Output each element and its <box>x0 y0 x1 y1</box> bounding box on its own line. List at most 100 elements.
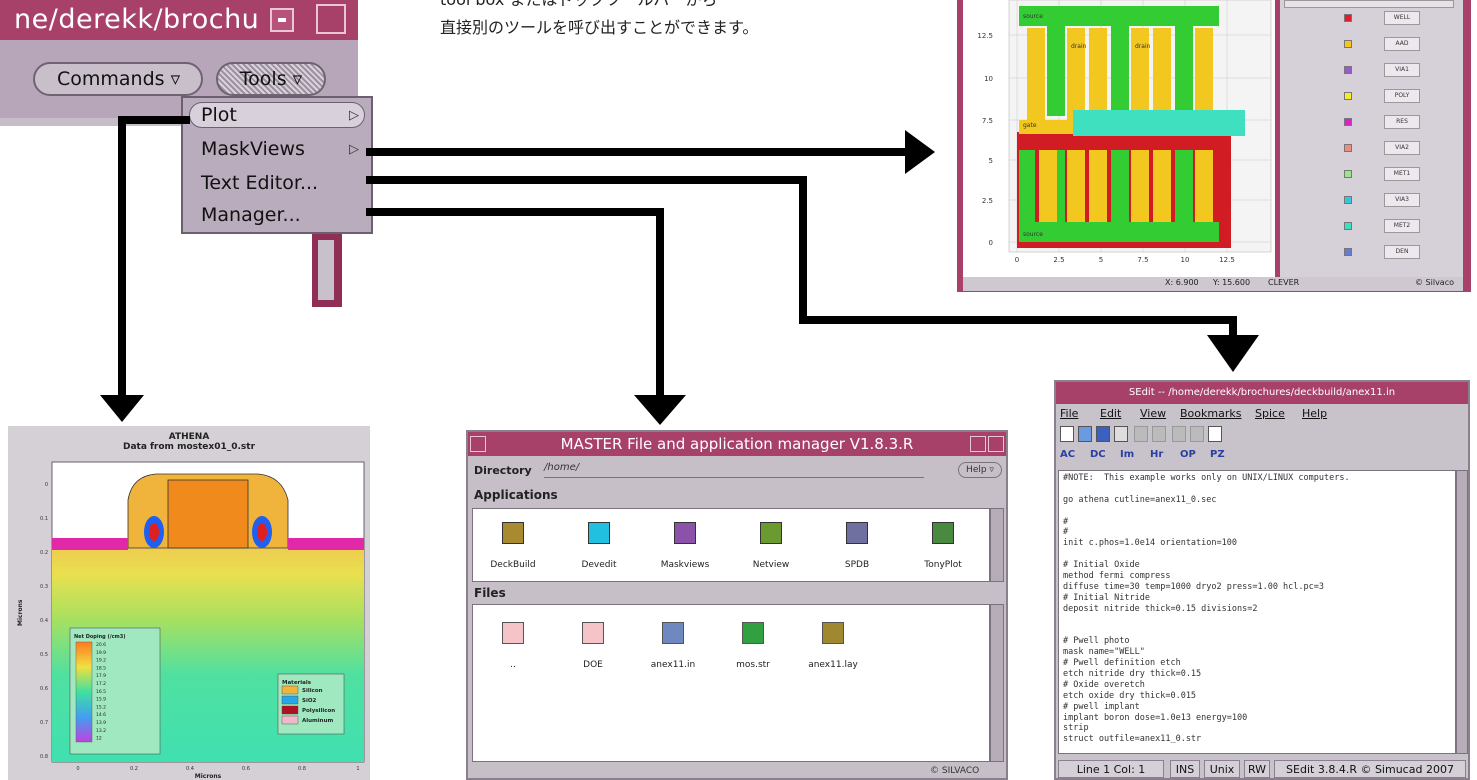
layer-name[interactable]: WELL <box>1384 11 1420 25</box>
layer-swatch[interactable] <box>1344 40 1352 48</box>
sedit-menu-spice[interactable]: Spice <box>1255 407 1285 420</box>
file-icon[interactable] <box>822 622 844 644</box>
material-swatch <box>281 685 299 695</box>
application-icon[interactable] <box>760 522 782 544</box>
application-name[interactable]: Maskviews <box>660 560 710 570</box>
file-name[interactable]: anex11.lay <box>808 660 858 670</box>
layer-name[interactable]: DEN <box>1384 245 1420 259</box>
material-swatch <box>281 715 299 725</box>
copy-icon[interactable] <box>1190 426 1204 442</box>
applications-label: Applications <box>474 488 558 502</box>
file-name[interactable]: mos.str <box>736 660 770 670</box>
sedit-window-title: SEdit -- /home/derekk/brochures/deckbuil… <box>1056 382 1468 404</box>
layer-name[interactable]: MET2 <box>1384 219 1420 233</box>
layer-swatch[interactable] <box>1344 170 1352 178</box>
status-insert-mode: INS <box>1170 760 1200 778</box>
layer-name[interactable]: VIA2 <box>1384 141 1420 155</box>
directory-field[interactable]: /home/ <box>544 462 924 478</box>
code-line: etch nitride dry thick=0.15 <box>1063 669 1202 680</box>
folder-icon[interactable] <box>502 622 524 644</box>
layer-swatch[interactable] <box>1344 92 1352 100</box>
layer-swatch[interactable] <box>1344 144 1352 152</box>
code-line: # pwell implant <box>1063 701 1140 712</box>
commands-button[interactable]: Commands ▿ <box>33 62 203 96</box>
layer-name[interactable]: MET1 <box>1384 167 1420 181</box>
files-scrollbar[interactable] <box>990 604 1004 762</box>
maskviews-layout-plot[interactable]: source drain drain gate source 12.5 10 7… <box>963 0 1275 277</box>
new-file-icon[interactable] <box>1060 426 1074 442</box>
code-line: # Initial Nitride <box>1063 592 1150 603</box>
layer-name[interactable]: VIA3 <box>1384 193 1420 207</box>
layer-swatch[interactable] <box>1344 66 1352 74</box>
window-menu-button[interactable] <box>470 436 486 452</box>
menu-item-text-editor[interactable]: Text Editor... <box>201 172 319 194</box>
application-icon[interactable] <box>588 522 610 544</box>
analysis-pz-button[interactable]: PZ <box>1210 449 1225 460</box>
file-name[interactable]: .. <box>510 660 516 670</box>
tools-button[interactable]: Tools ▿ <box>216 62 326 96</box>
open-file-icon[interactable] <box>1078 426 1092 442</box>
sedit-menu-help[interactable]: Help <box>1302 407 1328 420</box>
menu-item-plot[interactable]: Plot <box>201 104 237 126</box>
window-menu-button[interactable] <box>270 8 294 32</box>
maximize-button[interactable] <box>316 4 346 34</box>
folder-icon[interactable] <box>582 622 604 644</box>
applications-scrollbar[interactable] <box>990 508 1004 582</box>
files-label: Files <box>474 586 506 600</box>
scrollbar-thumb[interactable] <box>318 240 334 300</box>
sedit-menu-edit[interactable]: Edit <box>1100 407 1122 420</box>
maximize-button[interactable] <box>988 436 1004 452</box>
code-line: # <box>1063 527 1069 538</box>
menu-item-maskviews[interactable]: MaskViews <box>201 138 305 160</box>
application-icon[interactable] <box>932 522 954 544</box>
layer-name[interactable]: VIA1 <box>1384 63 1420 77</box>
sedit-code-editor[interactable]: #NOTE: This example works only on UNIX/L… <box>1058 470 1456 754</box>
file-name[interactable]: anex11.in <box>650 660 696 670</box>
application-name[interactable]: DeckBuild <box>490 560 536 570</box>
application-icon[interactable] <box>674 522 696 544</box>
application-name[interactable]: TonyPlot <box>924 560 962 570</box>
file-icon[interactable] <box>662 622 684 644</box>
help-button[interactable]: Help ▿ <box>958 462 1002 478</box>
save-icon[interactable] <box>1096 426 1110 442</box>
file-name[interactable]: DOE <box>583 660 603 670</box>
layer-swatch[interactable] <box>1344 14 1352 22</box>
mask-y-tick: 5 <box>989 157 993 165</box>
application-name[interactable]: Devedit <box>581 560 617 570</box>
material-swatch <box>281 705 299 715</box>
analysis-im-button[interactable]: Im <box>1120 449 1135 460</box>
menu-item-manager[interactable]: Manager... <box>201 204 301 226</box>
cut-icon[interactable] <box>1172 426 1186 442</box>
minimize-button[interactable] <box>970 436 986 452</box>
redo-icon[interactable] <box>1152 426 1166 442</box>
application-icon[interactable] <box>846 522 868 544</box>
paste-icon[interactable] <box>1208 426 1222 442</box>
print-icon[interactable] <box>1114 426 1128 442</box>
layer-swatch[interactable] <box>1344 118 1352 126</box>
sedit-menu-view[interactable]: View <box>1140 407 1167 420</box>
analysis-dc-button[interactable]: DC <box>1090 449 1106 460</box>
layer-swatch[interactable] <box>1344 248 1352 256</box>
layer-swatch[interactable] <box>1344 196 1352 204</box>
layer-name[interactable]: POLY <box>1384 89 1420 103</box>
code-line <box>1063 549 1451 560</box>
layer-name[interactable]: RES <box>1384 115 1420 129</box>
status-y-coord: Y: 15.600 <box>1213 278 1251 287</box>
layer-swatch[interactable] <box>1344 222 1352 230</box>
caption: tool box またはドックツールバーから 直接別のツールを呼び出すことができ… <box>440 0 860 42</box>
sedit-menu-file[interactable]: File <box>1060 407 1079 420</box>
analysis-op-button[interactable]: OP <box>1180 449 1196 460</box>
application-icon[interactable] <box>502 522 524 544</box>
analysis-hr-button[interactable]: Hr <box>1150 449 1164 460</box>
mask-label-gate: gate <box>1023 122 1037 129</box>
analysis-ac-button[interactable]: AC <box>1060 449 1076 460</box>
file-icon[interactable] <box>742 622 764 644</box>
application-name[interactable]: Netview <box>752 560 790 570</box>
layer-name[interactable]: AAD <box>1384 37 1420 51</box>
undo-icon[interactable] <box>1134 426 1148 442</box>
sedit-scrollbar[interactable] <box>1456 470 1468 754</box>
athena-title: ATHENA <box>168 432 210 442</box>
application-name[interactable]: SPDB <box>844 560 870 570</box>
sedit-menu-bookmarks[interactable]: Bookmarks <box>1180 407 1242 420</box>
